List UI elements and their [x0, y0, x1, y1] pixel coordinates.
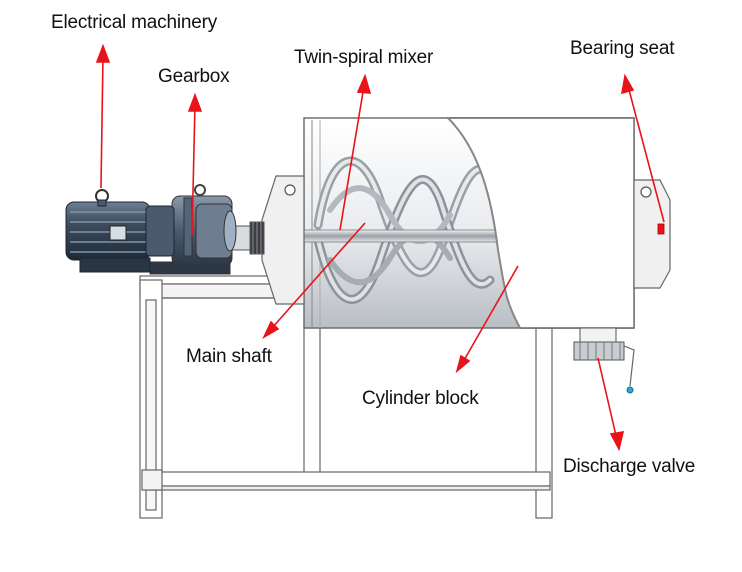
arrow-bearing-seat — [620, 73, 665, 223]
label-bearing-seat: Bearing seat — [570, 38, 675, 59]
discharge-valve-body — [573, 327, 635, 394]
arrow-main-shaft — [262, 222, 366, 339]
label-discharge-valve: Discharge valve — [563, 456, 696, 477]
arrow-gearbox — [187, 92, 203, 237]
label-gearbox: Gearbox — [158, 66, 230, 87]
arrow-cylinder-block — [455, 265, 519, 374]
cylinder-drum — [261, 117, 671, 329]
label-main-shaft: Main shaft — [186, 346, 272, 367]
arrow-twin-spiral-mixer — [339, 73, 372, 231]
label-cylinder-block: Cylinder block — [362, 388, 479, 409]
motor-body — [65, 189, 175, 273]
label-electrical-machinery: Electrical machinery — [51, 12, 217, 33]
label-twin-spiral-mixer: Twin-spiral mixer — [294, 47, 434, 68]
arrow-electrical-machinery — [95, 43, 111, 189]
gearbox-body — [149, 184, 237, 275]
arrow-discharge-valve — [597, 357, 625, 452]
callout-arrows — [95, 43, 665, 452]
frame — [139, 275, 553, 519]
coupling — [231, 221, 265, 255]
